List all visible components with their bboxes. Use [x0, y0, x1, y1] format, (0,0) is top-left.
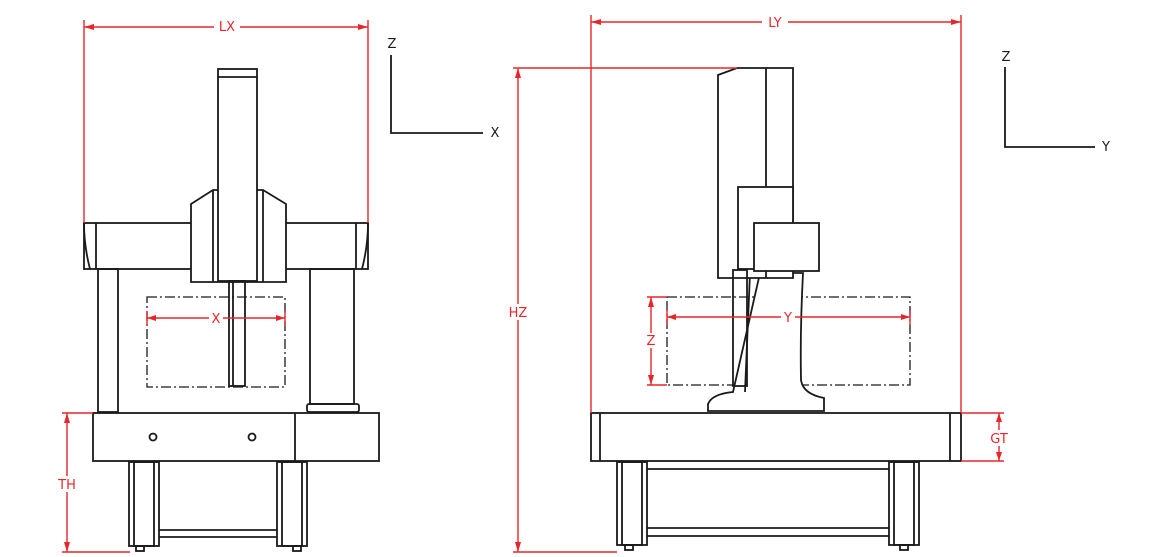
front-table-body: [92, 412, 380, 462]
side-axis-z-label: Z: [1002, 50, 1011, 65]
side-axis-y-label: Y: [1101, 140, 1110, 155]
side-z-dimension: Z: [644, 296, 667, 386]
front-bridge-cap-curve-right: [361, 222, 369, 270]
ly-dimension: LY: [590, 14, 962, 413]
hz-dimension: HZ: [506, 67, 737, 553]
gt-label: GT: [990, 432, 1008, 447]
front-column-left: [97, 268, 119, 413]
gt-dimension: GT: [961, 412, 1011, 462]
front-probe-shaft: [228, 280, 246, 387]
th-arrow-bottom: [64, 542, 70, 552]
side-axis-lines: [1004, 67, 1095, 148]
front-leg-right-inner: [281, 461, 303, 547]
gt-label-bg: [987, 430, 1011, 446]
y-arrow-left: [667, 314, 676, 320]
hz-label: HZ: [509, 306, 528, 321]
y-label-bg: [781, 310, 795, 324]
hz-arrow-bottom: [515, 542, 521, 552]
side-carriage-block: [753, 222, 820, 272]
lx-arrow-right: [358, 24, 368, 30]
front-view: X LX TH Z X: [55, 19, 500, 553]
ly-label: LY: [768, 16, 782, 31]
side-stand: [616, 461, 920, 551]
side-granite-table: [590, 412, 962, 462]
side-leg-right-inner: [893, 461, 915, 546]
front-axis-lines: [390, 55, 483, 134]
gt-arrow-top: [996, 413, 1002, 422]
lx-label: LX: [219, 20, 235, 35]
front-bridge-cap-curve-left: [83, 222, 91, 270]
front-foot-left: [135, 545, 145, 552]
side-foot-right: [899, 544, 909, 551]
side-view: Y Z LY H: [506, 14, 1110, 553]
gt-arrow-bottom: [996, 452, 1002, 461]
front-column-right-foot: [306, 403, 360, 413]
front-table-hole-right: [247, 432, 257, 442]
side-leg-left-inner: [621, 461, 643, 546]
ly-arrow-right: [951, 19, 961, 25]
x-travel-label: X: [212, 312, 221, 327]
front-z-ram: [217, 68, 258, 282]
th-dimension: TH: [55, 412, 130, 553]
front-foot-right: [292, 545, 302, 552]
z-arrow-bottom: [648, 375, 654, 385]
ly-label-bg: [762, 14, 788, 29]
x-arrow-left: [147, 315, 156, 321]
th-label-bg: [55, 476, 79, 492]
z-label-bg: [644, 333, 658, 348]
side-probe-shaft: [732, 269, 748, 387]
lx-arrow-left: [84, 24, 94, 30]
side-column: [707, 272, 825, 412]
lx-label-bg: [214, 19, 240, 34]
y-travel-label: Y: [783, 311, 792, 326]
side-table-body: [590, 412, 962, 462]
y-arrow-right: [901, 314, 910, 320]
front-leg-left-inner: [133, 461, 155, 547]
front-x-dimension: X: [146, 311, 286, 327]
front-axis-x-label: X: [491, 126, 500, 141]
ly-arrow-left: [591, 19, 601, 25]
th-label: TH: [57, 478, 76, 493]
th-arrow-top: [64, 413, 70, 423]
z-arrow-top: [648, 297, 654, 307]
front-column-right: [309, 268, 355, 405]
side-axis-indicator: Z Y: [1002, 50, 1110, 155]
front-axis-indicator: Z X: [388, 37, 500, 141]
hz-label-bg: [506, 304, 530, 320]
z-travel-label: Z: [647, 334, 656, 349]
front-granite-table: [92, 412, 380, 462]
x-label-bg: [209, 311, 223, 325]
side-y-dimension: Y: [666, 310, 911, 326]
side-foot-left: [624, 544, 634, 551]
front-axis-z-label: Z: [388, 37, 397, 52]
hz-arrow-top: [515, 68, 521, 78]
front-table-hole-left: [148, 432, 158, 442]
front-measuring-volume: [146, 296, 286, 388]
front-stand: [128, 461, 308, 552]
x-arrow-right: [276, 315, 285, 321]
lx-dimension: LX: [83, 19, 369, 223]
